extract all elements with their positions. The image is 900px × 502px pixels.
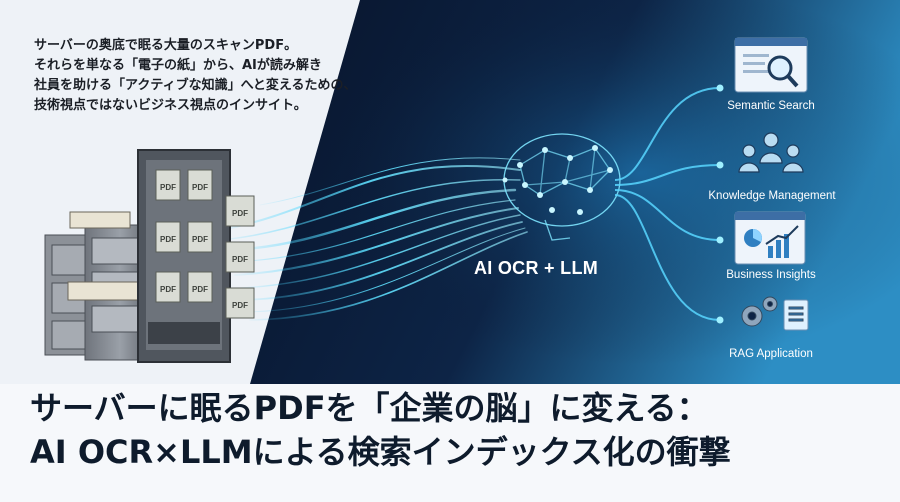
- ai-ocr-llm-label: AI OCR + LLM: [473, 258, 599, 278]
- gears-document-icon: [741, 296, 809, 331]
- data-streams: [219, 157, 528, 321]
- output-label-semantic-search: Semantic Search: [727, 100, 815, 112]
- people-network-icon: [738, 132, 804, 173]
- server-rack: [137, 149, 231, 363]
- headline-line-1: サーバーに眠るPDFを「企業の脳」に変える：: [30, 389, 709, 427]
- intro-line: それらを単なる「電子の紙」から、AIが読み解き: [34, 58, 322, 73]
- pdf-label: PDF: [192, 235, 208, 244]
- headline-banner: サーバーに眠るPDFを「企業の脳」に変える： AI OCR×LLMによる検索イン…: [0, 384, 900, 502]
- pdf-label: PDF: [160, 285, 176, 294]
- intro-line: サーバーの奥底で眠る大量のスキャンPDF。: [34, 38, 298, 53]
- intro-text: サーバーの奥底で眠る大量のスキャンPDF。 それらを単なる「電子の紙」から、AI…: [34, 36, 394, 116]
- pdf-label: PDF: [232, 301, 248, 310]
- pdf-label: PDF: [160, 235, 176, 244]
- output-label-business-insights: Business Insights: [726, 269, 816, 281]
- background-art: PDF PDF PDF PDF PDF PDF PDF PDF PDF: [44, 0, 900, 384]
- pdf-label: PDF: [232, 209, 248, 218]
- output-label-knowledge-management: Knowledge Management: [708, 190, 836, 202]
- headline-line-2: AI OCR×LLMによる検索インデックス化の衝撃: [30, 433, 731, 471]
- pdf-label: PDF: [160, 183, 176, 192]
- magnifier-document-icon: [734, 37, 808, 93]
- intro-line: 社員を助ける「アクティブな知識」へと変えるための、: [34, 78, 357, 93]
- intro-line: 技術視点ではないビジネス視点のインサイト。: [34, 98, 307, 113]
- pdf-label: PDF: [232, 255, 248, 264]
- pdf-label: PDF: [192, 183, 208, 192]
- hero-illustration: PDF PDF PDF PDF PDF PDF PDF PDF PDF サーバー…: [34, 0, 900, 384]
- pdf-label: PDF: [192, 285, 208, 294]
- output-label-rag-application: RAG Application: [729, 348, 813, 360]
- branch-lines: [614, 87, 721, 321]
- chart-dashboard-icon: [734, 211, 806, 265]
- pdf-documents: [155, 169, 255, 319]
